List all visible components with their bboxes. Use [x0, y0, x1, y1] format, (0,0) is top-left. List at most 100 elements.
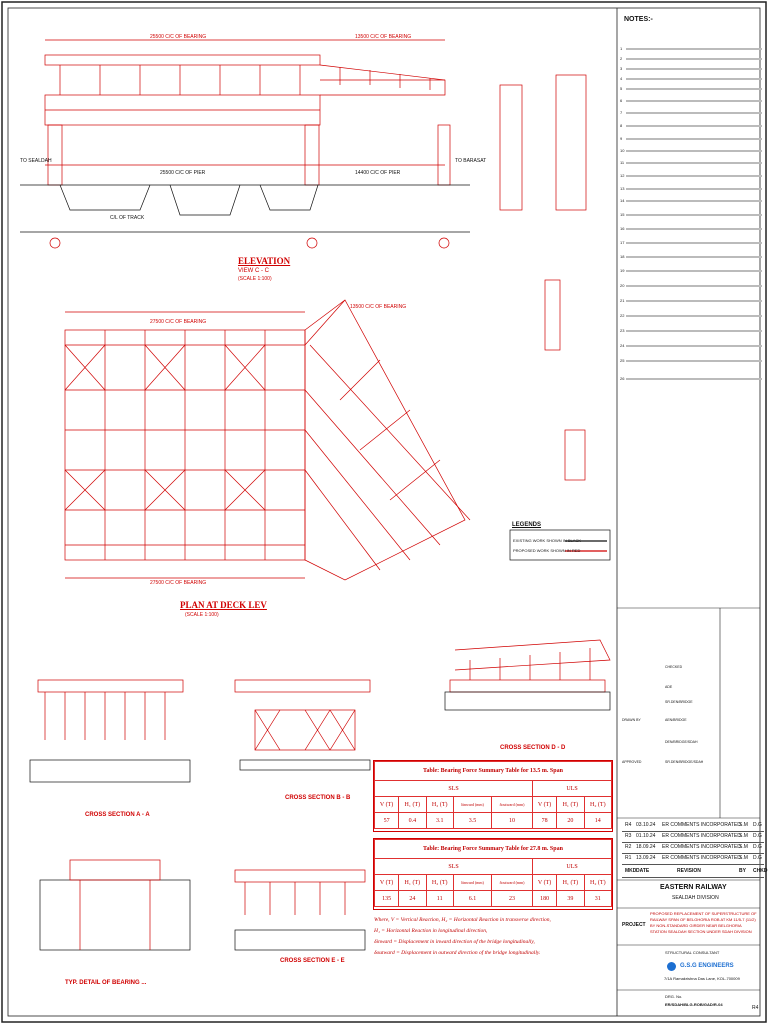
table1-cell: 10 — [490, 812, 534, 829]
note-number: 3 — [620, 66, 623, 71]
table2-cell: 180 — [532, 890, 558, 907]
legend-existing: EXISTING WORK SHOWN IN BLACK — [513, 538, 582, 543]
reaction-legend: Where, V = Vertical Reaction, H₂ = Horiz… — [374, 915, 612, 959]
sign-row: APPROVED — [622, 760, 642, 764]
reaction-legend-line: Where, V = Vertical Reaction, H₂ = Horiz… — [374, 917, 551, 923]
division-name: SEALDAH DIVISION — [672, 895, 719, 901]
note-number: 15 — [620, 212, 625, 217]
table2-cell: 24 — [398, 890, 427, 907]
project-description: PROPOSED REPLACEMENT OF SUPERSTRUCTURE O… — [650, 911, 757, 934]
title-block-frame — [617, 607, 760, 991]
table1-header: δoutward (mm) — [490, 796, 534, 813]
note-number: 2 — [620, 56, 623, 61]
note-number: 10 — [620, 148, 625, 153]
table1-header: V (T) — [532, 796, 558, 813]
note-number: 22 — [620, 313, 625, 318]
note-number: 16 — [620, 226, 625, 231]
bearing-table-27m: Table: Bearing Force Summary Table for 2… — [373, 838, 613, 910]
note-number: 13 — [620, 186, 625, 191]
table1-cell: 57 — [373, 812, 400, 829]
note-number: 20 — [620, 283, 625, 288]
table2-header: V (T) — [373, 874, 400, 891]
table1-group-sls: SLS — [373, 780, 534, 797]
note-number: 12 — [620, 173, 625, 178]
elevation-scale: (SCALE 1:100) — [238, 276, 272, 282]
elevation-title: ELEVATION — [238, 256, 291, 266]
consultant-name: G.S.G ENGINEERS — [680, 963, 734, 969]
table2-cell: 39 — [556, 890, 585, 907]
table1-cell: 3.1 — [425, 812, 454, 829]
note-number: 24 — [620, 343, 625, 348]
note-number: 25 — [620, 358, 625, 363]
section-e-drawing — [234, 869, 366, 951]
table2-cell: 11 — [425, 890, 454, 907]
sign-row: DEN/BRIDGE/SDAH — [665, 740, 698, 744]
side-section-drawings — [499, 74, 587, 481]
plan-scale: (SCALE 1:100) — [185, 612, 219, 618]
to-barasat: TO BARASAT — [455, 158, 487, 164]
section-a-title: CROSS SECTION A - A — [85, 812, 150, 818]
sign-row: ADE — [665, 685, 673, 689]
note-number: 6 — [620, 98, 623, 103]
elevation-drawing — [20, 39, 470, 249]
dim-span2: 13500 C/C OF BEARING — [355, 34, 412, 40]
dim-span1: 25500 C/C OF BEARING — [150, 34, 207, 40]
legend-proposed: PROPOSED WORK SHOWN IN RED — [513, 548, 581, 553]
table2-header: H₂ (T) — [583, 874, 613, 891]
table1-header: V (T) — [373, 796, 400, 813]
reaction-legend-line: δoutward = Displacement in outward direc… — [374, 950, 541, 956]
project-label: PROJECT — [622, 922, 646, 928]
note-number: 7 — [620, 110, 623, 115]
table2-header: δoutward (mm) — [490, 874, 534, 891]
drawing-no: ER/SDAH/BLG-ROB/GAD/R-04 — [665, 1002, 723, 1007]
table2-cell: 135 — [373, 890, 400, 907]
note-number: 17 — [620, 240, 625, 245]
note-number: 26 — [620, 376, 625, 381]
cl-of-track: C/L OF TRACK — [110, 215, 145, 221]
note-number: 14 — [620, 198, 625, 203]
dim-pier1: 25500 C/C OF PIER — [160, 170, 206, 176]
dim-plan-bottom: 27500 C/C OF BEARING — [150, 580, 207, 586]
table1-title: Table: Bearing Force Summary Table for 1… — [374, 761, 612, 781]
table1-header: δinward (mm) — [452, 796, 493, 813]
note-number: 23 — [620, 328, 625, 333]
table2-title: Table: Bearing Force Summary Table for 2… — [374, 839, 612, 859]
table2-header: H₁ (T) — [398, 874, 427, 891]
note-number: 1 — [620, 46, 623, 51]
to-sealdah: TO SEALDAH — [20, 158, 52, 164]
section-e-title: CROSS SECTION E - E — [280, 958, 345, 964]
note-number: 21 — [620, 298, 625, 303]
table1-cell: 20 — [556, 812, 585, 829]
drawing-no-label: DRG. No. — [665, 994, 683, 999]
bearing-detail-title: TYP. DETAIL OF BEARING ... — [65, 980, 147, 986]
note-number: 4 — [620, 76, 623, 81]
note-number: 18 — [620, 254, 625, 259]
table1-group-uls: ULS — [532, 780, 612, 797]
table2-group-sls: SLS — [373, 858, 534, 875]
table2-cell: 6.1 — [452, 890, 493, 907]
sign-row: SR.DEN/BRIDGE — [665, 700, 693, 704]
table1-cell: 78 — [532, 812, 558, 829]
plan-drawing — [64, 299, 471, 581]
note-number: 5 — [620, 86, 623, 91]
reaction-legend-line: H₁ = Horizontal Reaction in longitudinal… — [374, 928, 488, 934]
consultant-address: 7/1A Ramakrishna Das Lane, KOL-700009 — [664, 976, 740, 981]
sign-row: CHECKED — [665, 665, 683, 669]
table1-header: H₁ (T) — [398, 796, 427, 813]
table1-header: H₂ (T) — [425, 796, 454, 813]
table1-cell: 3.5 — [452, 812, 493, 829]
note-number: 8 — [620, 123, 623, 128]
table2-header: H₁ (T) — [556, 874, 585, 891]
dim-pier2: 14400 C/C OF PIER — [355, 170, 401, 176]
section-b-title: CROSS SECTION B - B — [285, 795, 351, 801]
section-d-title: CROSS SECTION D - D — [500, 745, 566, 751]
sign-row: AEN/BRIDGE — [665, 718, 687, 722]
table2-header: V (T) — [532, 874, 558, 891]
section-a-drawing — [29, 679, 191, 783]
reaction-legend-line: δinward = Displacement in inward directi… — [374, 939, 535, 945]
bearing-detail-drawing — [39, 859, 191, 951]
